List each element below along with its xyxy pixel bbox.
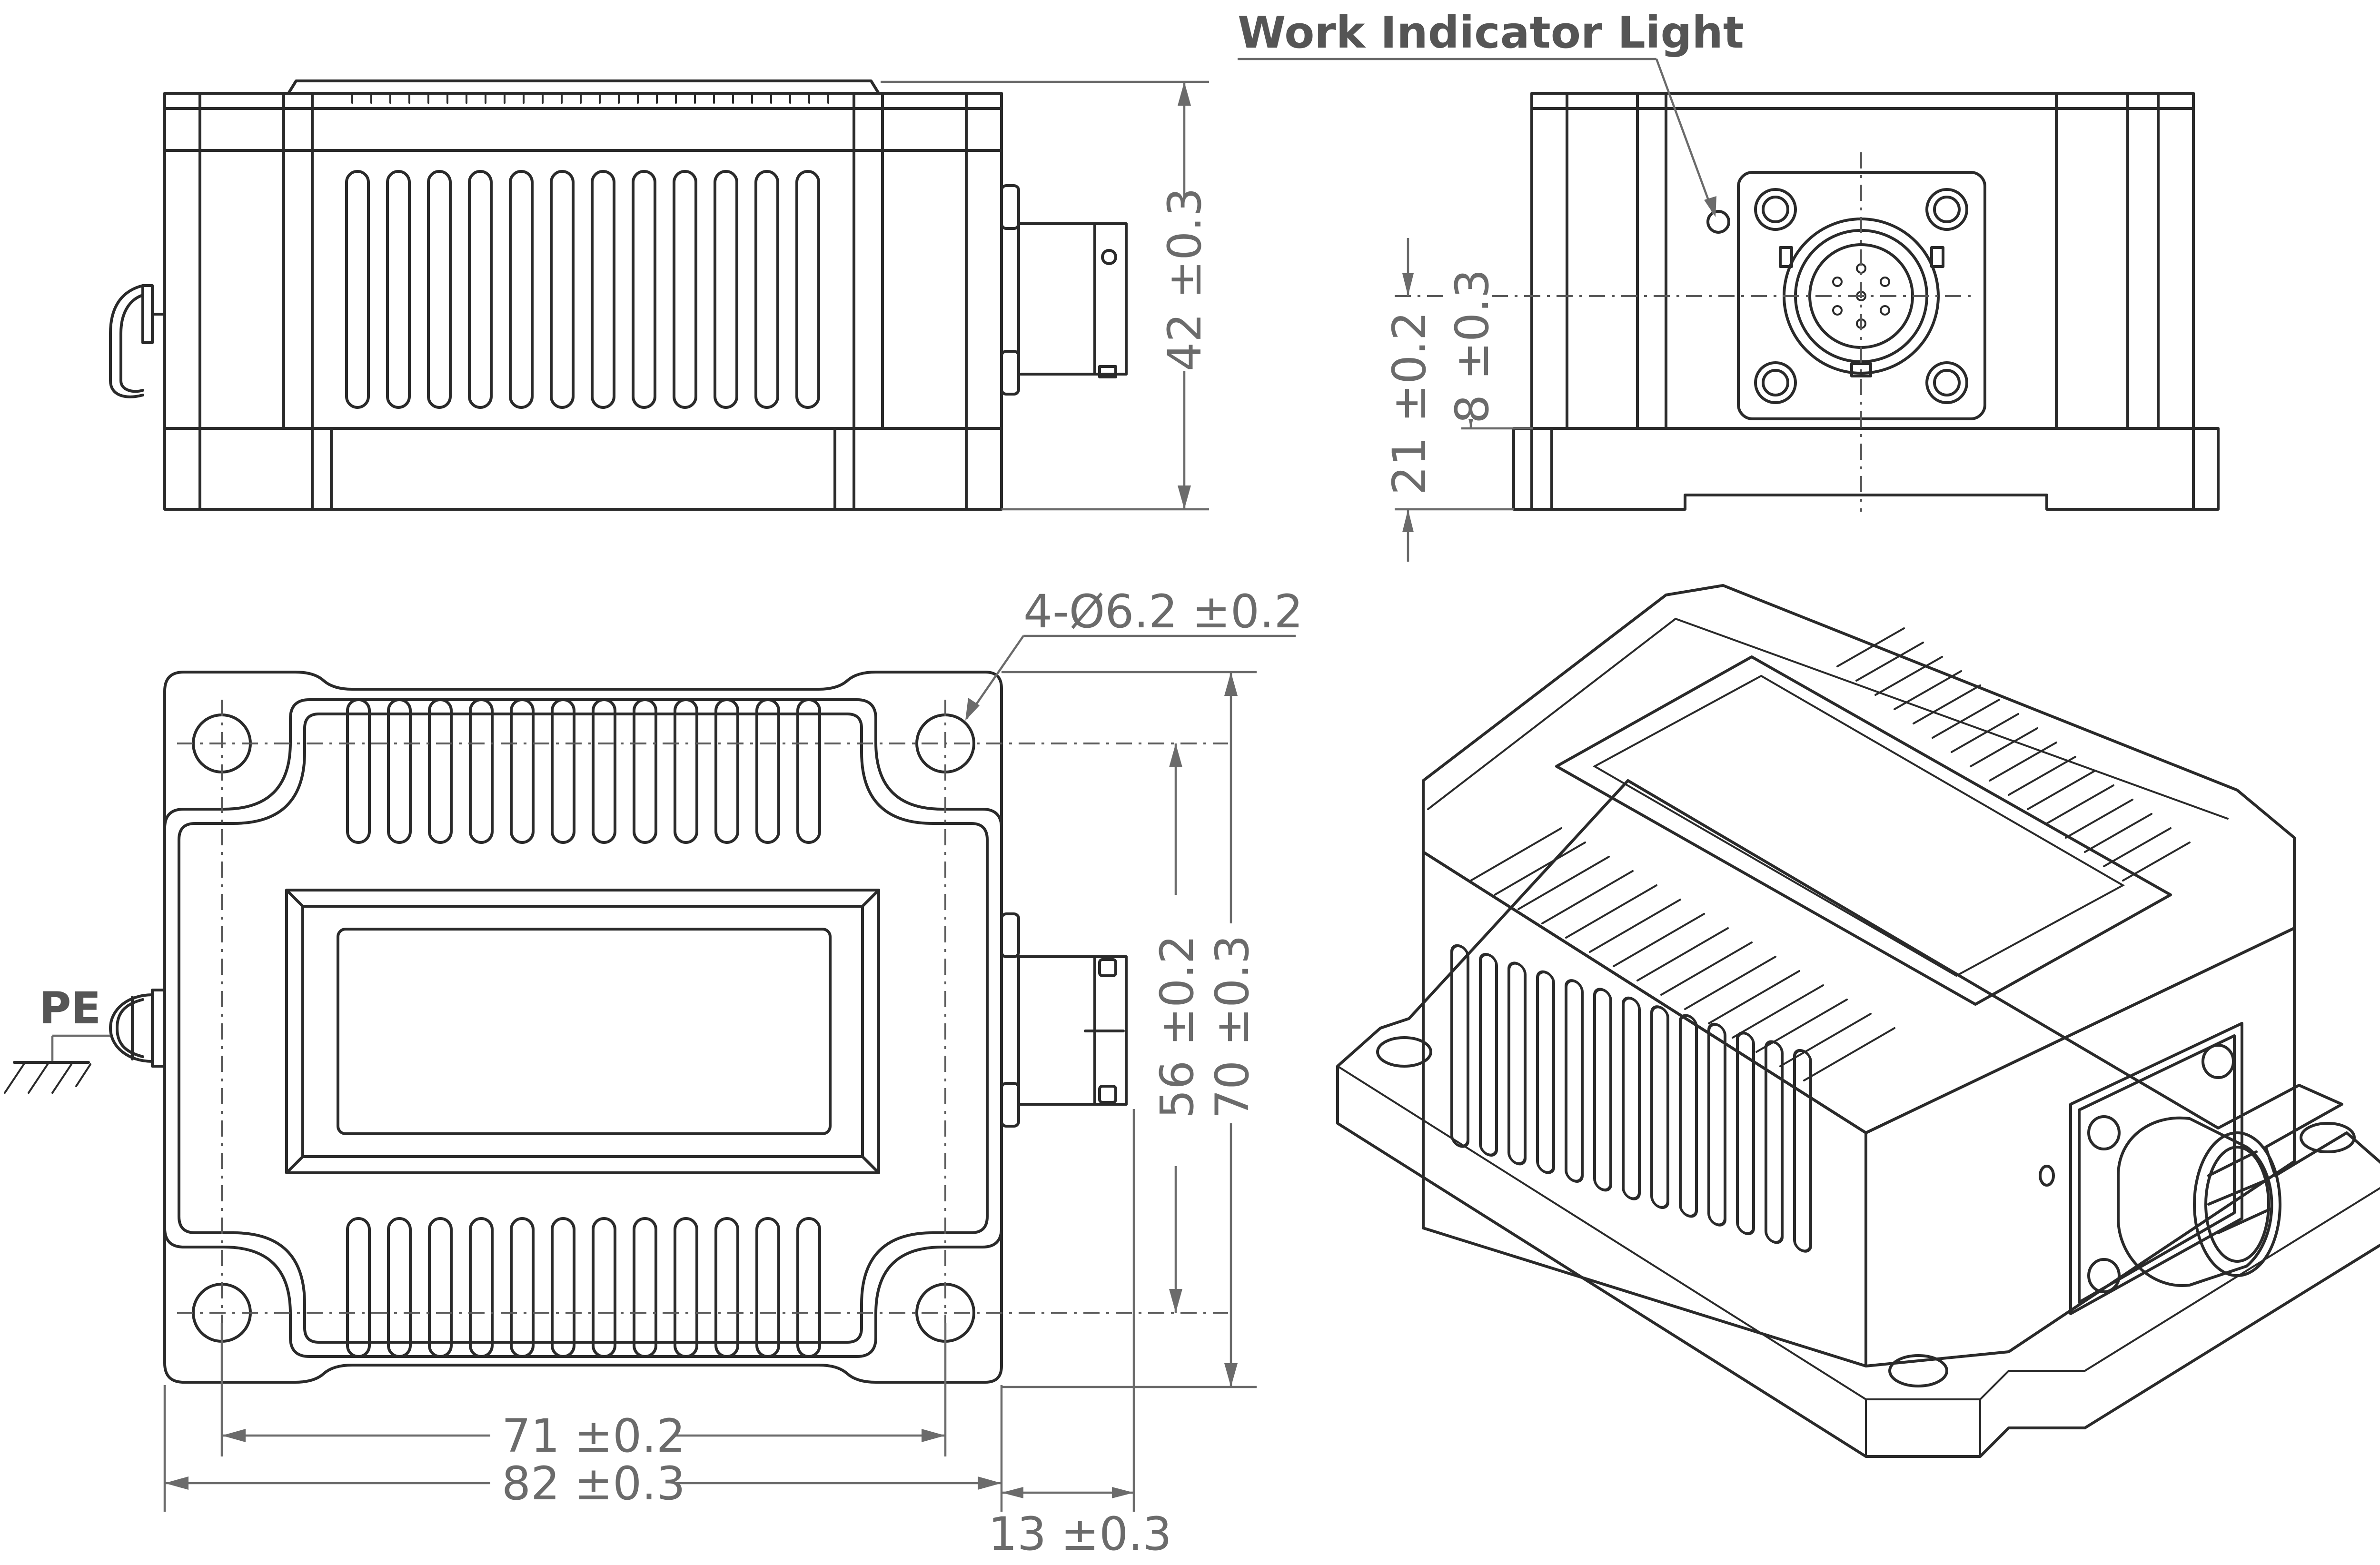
dim-70-label: 70 ±0.3 — [1206, 935, 1259, 1119]
dim-8-label: 8 ±0.3 — [1446, 269, 1499, 424]
work-indicator-label: Work Indicator Light — [1238, 7, 1744, 58]
callout-work-indicator: Work Indicator Light — [1238, 7, 1744, 217]
dimension-width-h: 82 ±0.3 — [163, 1385, 1003, 1512]
isometric-view — [1336, 584, 2380, 1458]
display-window — [285, 889, 880, 1174]
dimension-length-v: 70 ±0.3 — [1002, 671, 1259, 1388]
dim-21-label: 21 ±0.2 — [1383, 311, 1436, 495]
iso-connector — [2039, 1022, 2281, 1315]
dim-71-label: 71 ±0.2 — [502, 1409, 685, 1463]
dim-13-label: 13 ±0.3 — [988, 1507, 1172, 1561]
dim-42-label: 42 ±0.3 — [1158, 188, 1211, 371]
top-view — [109, 671, 1228, 1384]
dimension-height-side: 42 ±0.3 — [881, 80, 1211, 511]
pe-stud — [109, 989, 166, 1068]
callout-holes: 4-Ø6.2 ±0.2 — [965, 585, 1303, 721]
dimension-hole-spacing-v: 56 ±0.2 — [1150, 743, 1204, 1313]
dimension-connector-height: 21 ±0.2 — [1383, 238, 1514, 562]
dim-holes-label: 4-Ø6.2 ±0.2 — [1023, 585, 1303, 638]
front-view — [1395, 92, 2220, 512]
dim-56-label: 56 ±0.2 — [1150, 935, 1204, 1119]
side-view — [109, 79, 1128, 511]
dimension-connector-depth: 13 ±0.3 — [988, 1109, 1172, 1561]
dimension-indicator-offset: 8 ±0.3 — [1446, 269, 1533, 430]
dim-82-label: 82 ±0.3 — [502, 1457, 685, 1510]
dimension-hole-spacing-h: 71 ±0.2 — [220, 1323, 947, 1463]
indicator-light — [1706, 210, 1730, 234]
pe-callout: PE — [4, 983, 110, 1094]
pe-label: PE — [39, 983, 101, 1034]
